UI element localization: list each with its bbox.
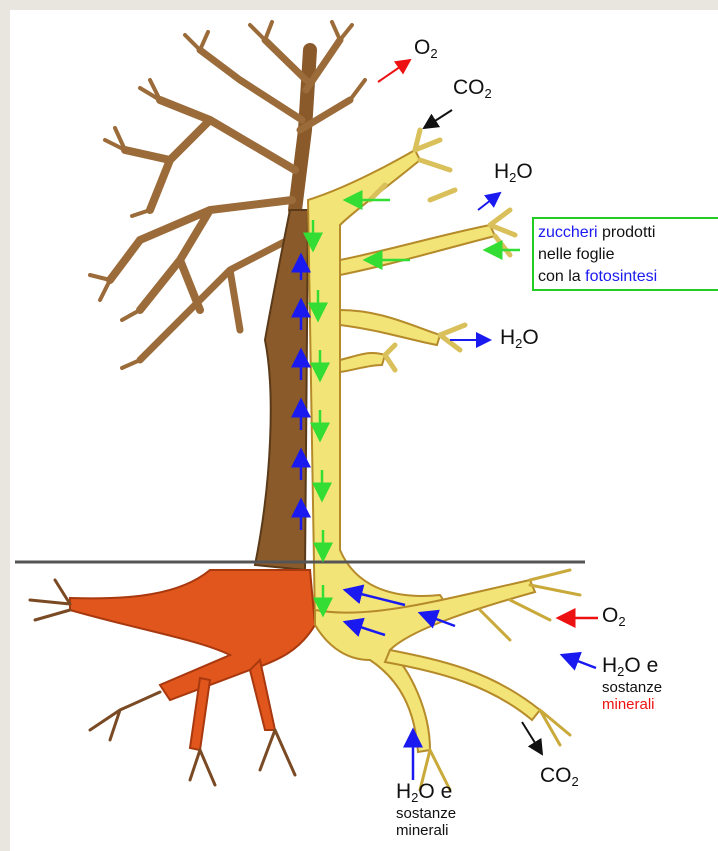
h2o-minerals-bottom-label: H2O e sostanze minerali <box>396 780 456 839</box>
o2-top-label: O2 <box>414 36 438 61</box>
o2-top-arrow <box>378 60 410 82</box>
orange-roots <box>70 570 315 750</box>
co2-bottom-label: CO2 <box>540 764 579 789</box>
sugar-production-note: zuccheri prodotti nelle foglie con la fo… <box>532 217 718 291</box>
xylem-trunk <box>308 150 495 626</box>
h2o-minerals-right-label: H2O e sostanze minerali <box>602 654 662 713</box>
o2-right-label: O2 <box>602 604 626 629</box>
h2o-top-arrow <box>478 193 500 210</box>
diagram-panel: O2 CO2 H2O H2O zuccheri prodotti nelle f… <box>10 10 718 851</box>
tree-illustration <box>10 10 718 851</box>
h2o-top-label: H2O <box>494 160 533 185</box>
co2-top-label: CO2 <box>453 76 492 101</box>
sugars-word: zuccheri <box>538 224 598 241</box>
h2o-mid-label: H2O <box>500 326 539 351</box>
co2-bottom-arrow <box>522 722 542 754</box>
co2-top-arrow <box>424 110 452 128</box>
photosynthesis-word: fotosintesi <box>585 268 657 285</box>
